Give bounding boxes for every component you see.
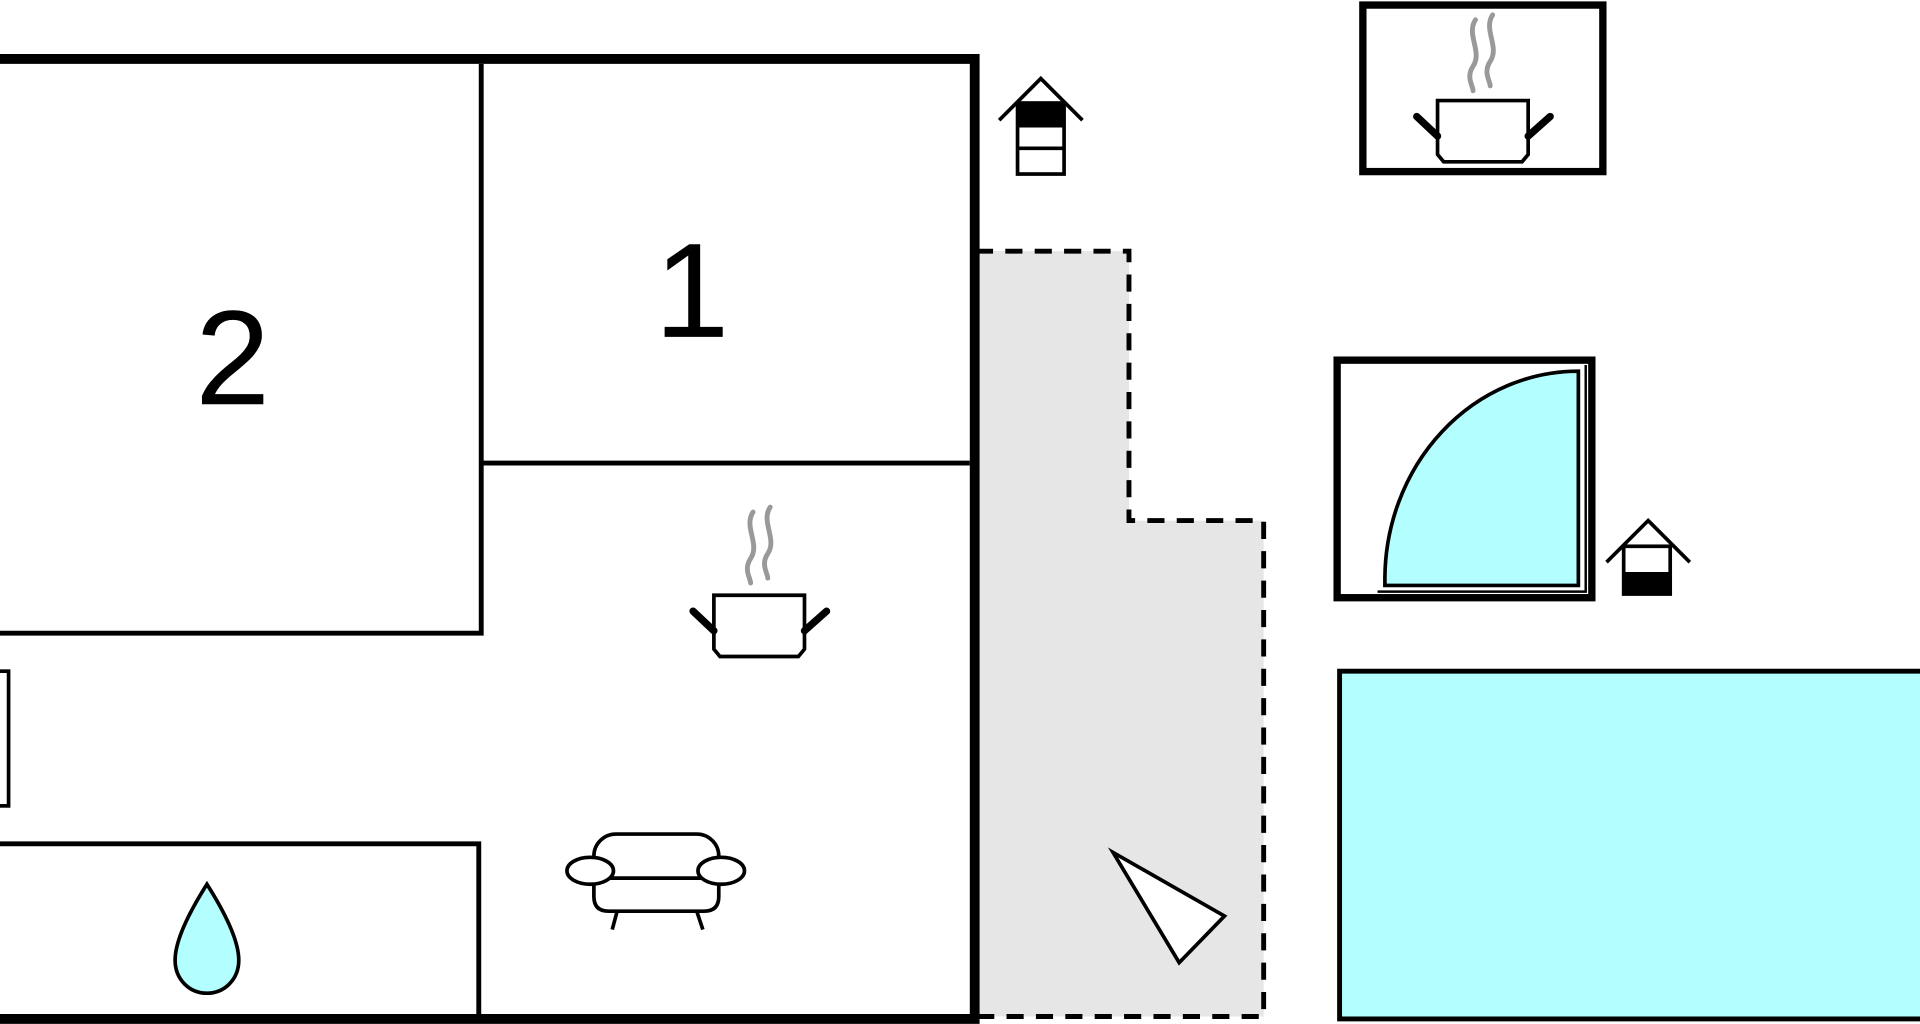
hot-tub-icon	[1333, 356, 1596, 602]
wall-bathroom	[0, 841, 482, 1016]
house-outer-wall	[0, 54, 980, 1024]
bbq-pot-icon	[1359, 1, 1607, 176]
wall-bedroom-2	[0, 63, 484, 636]
bathroom-drop-icon	[173, 880, 241, 996]
pool-icon	[1337, 668, 1920, 1022]
room-1-label: 1	[654, 215, 729, 366]
house-icon	[997, 75, 1084, 176]
sofa-icon	[565, 832, 747, 931]
terrace-outline	[975, 248, 1267, 1019]
compass-icon	[1107, 847, 1228, 966]
room-2-label: 2	[195, 282, 270, 433]
terrace-area	[975, 251, 1264, 1017]
kitchen-pot-icon	[689, 504, 831, 659]
house-icon-2	[1605, 517, 1692, 596]
door-marker	[0, 669, 11, 808]
